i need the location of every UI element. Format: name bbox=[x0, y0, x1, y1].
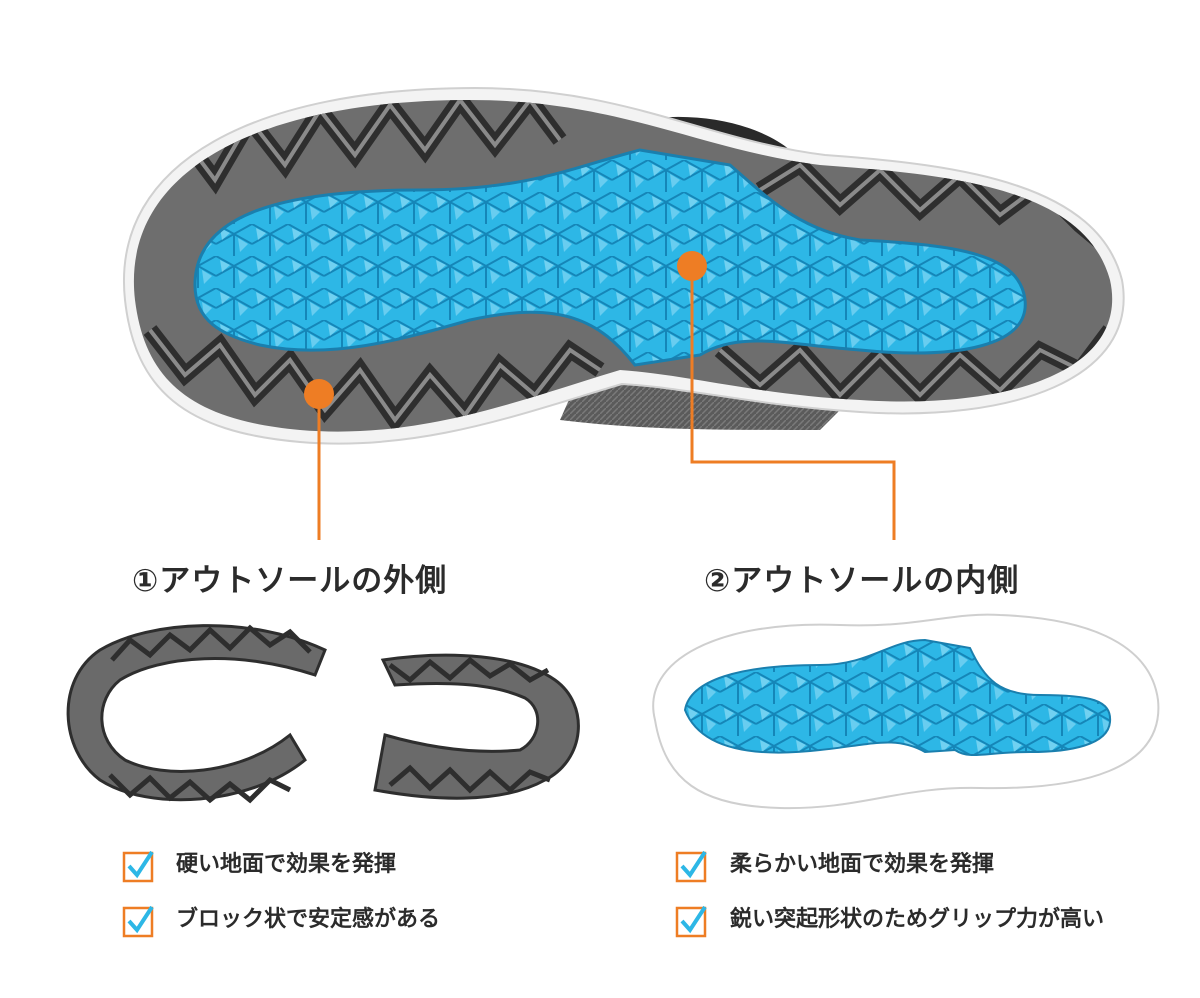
outer-heading: ①アウトソールの外側 bbox=[132, 563, 448, 599]
outer-bullet-1-text: 硬い地面で効果を発揮 bbox=[176, 852, 397, 877]
inner-part-illustration bbox=[652, 613, 1160, 810]
inner-bullet-1-text: 柔らかい地面で効果を発揮 bbox=[730, 852, 995, 877]
outer-part-right bbox=[373, 653, 580, 800]
outer-part-left bbox=[66, 624, 327, 802]
shoe-upper bbox=[560, 375, 840, 430]
leader-lines bbox=[304, 251, 896, 540]
outer-bullet-2: ブロック状で安定感がある bbox=[176, 903, 440, 937]
outer-bullet-1: 硬い地面で効果を発揮 bbox=[176, 848, 396, 882]
checkbox-outer-1 bbox=[122, 850, 154, 883]
inner-heading: ②アウトソールの内側 bbox=[704, 563, 1020, 599]
checkbox-outer-2 bbox=[122, 905, 154, 938]
checkbox-inner-2 bbox=[675, 905, 707, 938]
inner-part-blue bbox=[683, 638, 1112, 756]
main-shoe-sole bbox=[122, 86, 1125, 445]
inner-bullet-2: 鋭い突起形状のためグリップ力が高い bbox=[730, 903, 1104, 937]
checkbox-inner-1 bbox=[675, 850, 707, 883]
inner-bullet-2-text: 鋭い突起形状のためグリップ力が高い bbox=[730, 907, 1105, 932]
outer-part-illustration bbox=[66, 624, 580, 804]
inner-bullet-1: 柔らかい地面で効果を発揮 bbox=[730, 848, 994, 882]
outer-bullet-2-text: ブロック状で安定感がある bbox=[176, 907, 441, 932]
outsole-inner-area bbox=[193, 148, 1027, 367]
